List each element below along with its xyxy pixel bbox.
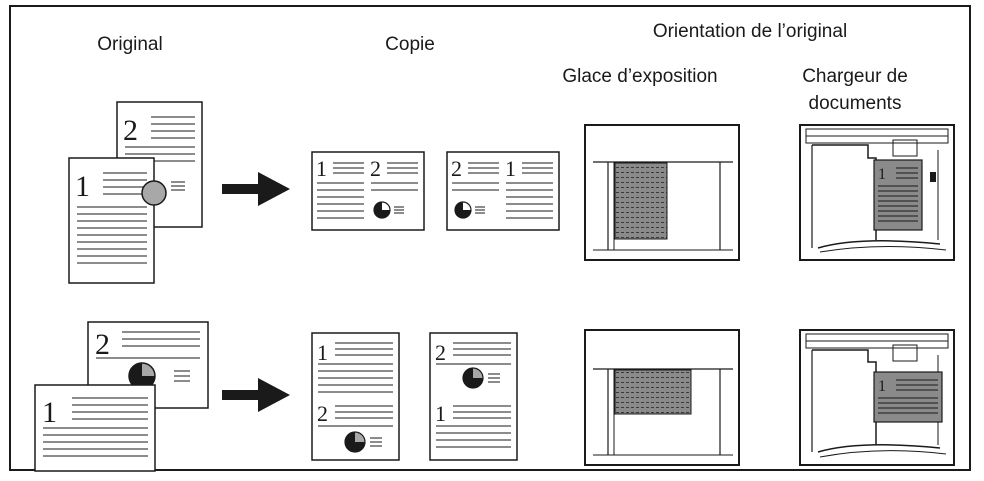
original-portrait-page-1: 1 xyxy=(68,157,155,284)
copy-landscape-2-1: 2 1 xyxy=(446,151,560,231)
page-number-2: 2 xyxy=(451,156,462,181)
header-feeder-line1: Chargeur de xyxy=(802,66,908,87)
page-number-2: 2 xyxy=(435,340,446,365)
header-copy: Copie xyxy=(385,34,435,55)
page-number-1: 1 xyxy=(435,401,446,426)
page-number-1: 1 xyxy=(878,166,886,183)
document-feeder-portrait: 1 xyxy=(799,124,955,261)
copy-portrait-2-1: 2 1 xyxy=(429,332,518,461)
header-feeder-line2: documents xyxy=(808,93,902,114)
page-number-1: 1 xyxy=(317,340,328,365)
page-number-1: 1 xyxy=(878,378,886,395)
arrow-right-icon xyxy=(222,378,290,412)
header-orientation: Orientation de l’original xyxy=(652,21,848,42)
glass-platen-landscape xyxy=(584,329,740,466)
glass-platen-portrait xyxy=(584,124,740,261)
header-original: Original xyxy=(97,34,163,55)
original-landscape-page-1: 1 xyxy=(34,384,156,472)
pie-icon xyxy=(141,180,167,206)
page-number-1: 1 xyxy=(75,170,90,203)
page-number-1: 1 xyxy=(316,156,327,181)
page-number-2: 2 xyxy=(317,401,328,426)
arrow-right-icon xyxy=(222,172,290,206)
document-feeder-landscape: 1 xyxy=(799,329,955,466)
header-glass: Glace d’exposition xyxy=(562,66,718,87)
page-number-2: 2 xyxy=(95,328,110,361)
page-number-2: 2 xyxy=(370,156,381,181)
page-number-1: 1 xyxy=(42,396,57,429)
page-number-1: 1 xyxy=(505,156,516,181)
copy-portrait-1-2: 1 2 xyxy=(311,332,400,461)
copy-landscape-1-2: 1 2 xyxy=(311,151,425,231)
page-number-2: 2 xyxy=(123,114,138,147)
